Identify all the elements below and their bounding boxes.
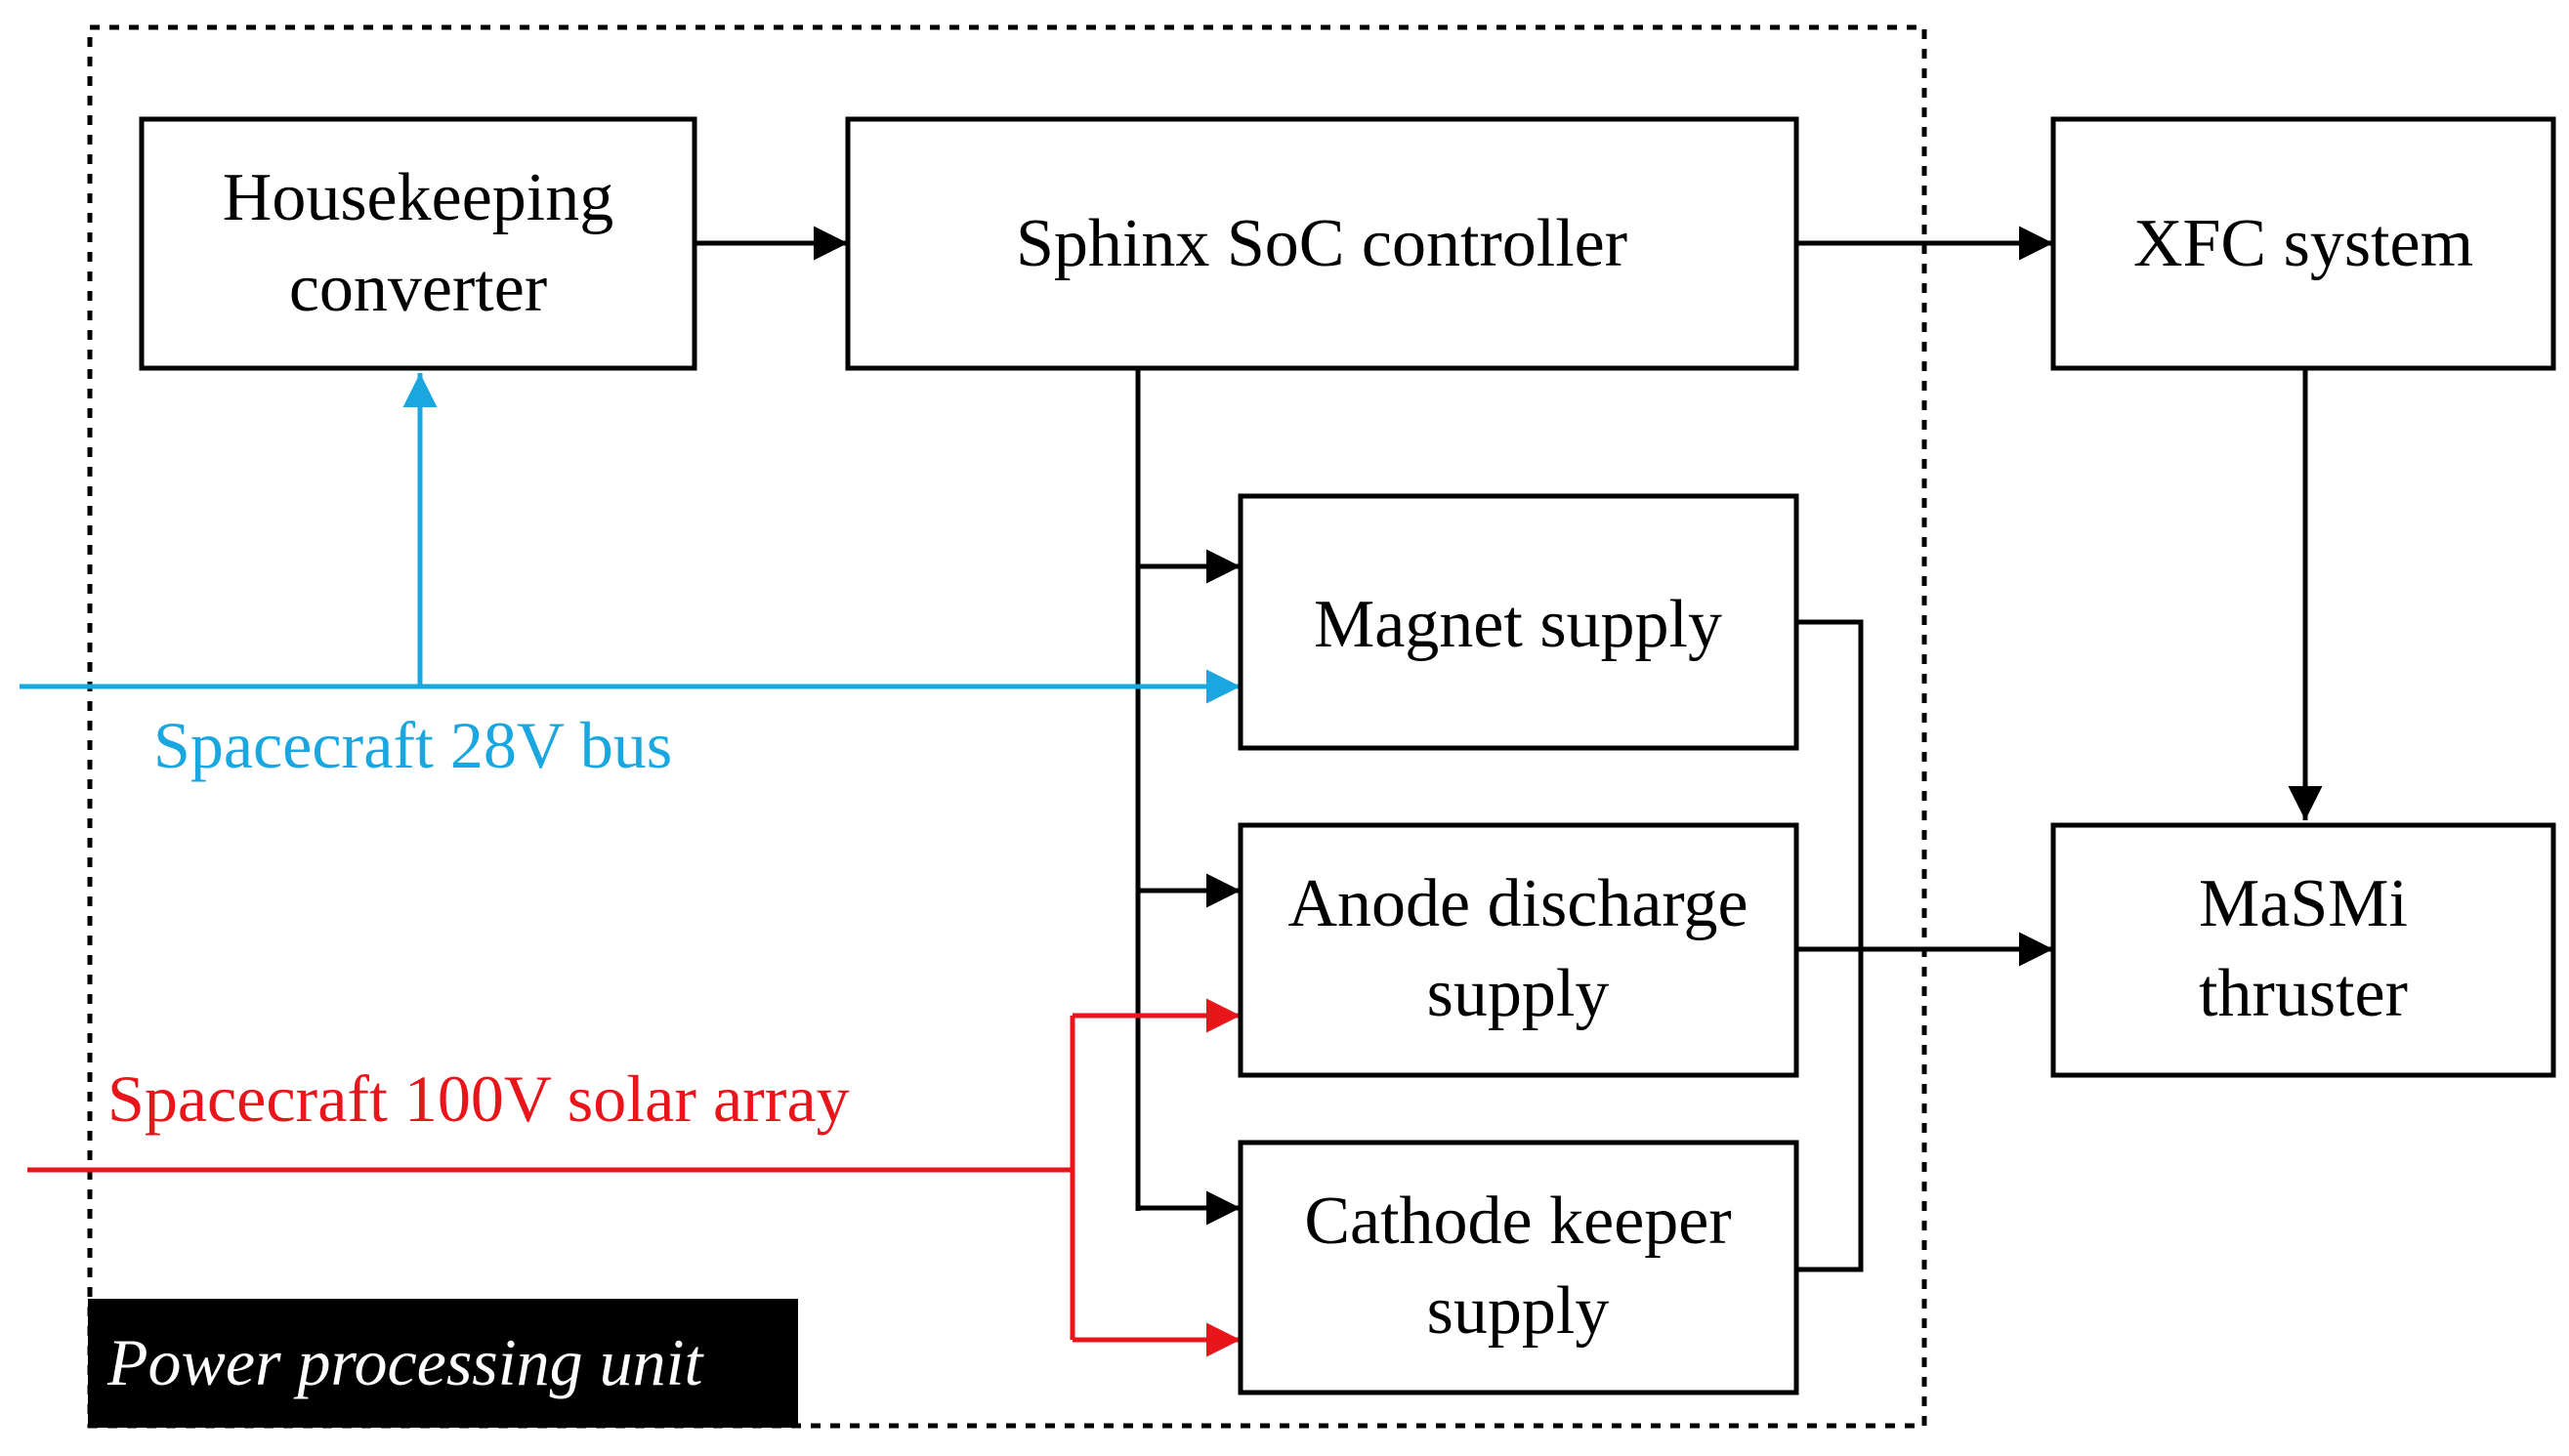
masmi-label-line2: thruster (2199, 956, 2408, 1031)
masmi-thruster-box: MaSMi thruster (2050, 822, 2556, 1078)
cathode-keeper-supply-box: Cathode keeper supply (1238, 1140, 1799, 1395)
housekeeping-label-line1: Housekeeping (223, 160, 613, 235)
ppu-label-text: Power processing unit (106, 1325, 705, 1399)
control-lines (695, 226, 2323, 1272)
anode-label-line1: Anode discharge (1287, 866, 1748, 941)
housekeeping-label-line2: converter (289, 251, 547, 326)
masmi-label-line1: MaSMi (2199, 866, 2408, 941)
magnet-label: Magnet supply (1314, 587, 1722, 662)
xfc-label: XFC system (2133, 206, 2473, 281)
solar-100v-label: Spacecraft 100V solar array (107, 1061, 850, 1136)
solar-100v-lines (27, 998, 1241, 1357)
bus-28v-lines (20, 373, 1241, 704)
sphinx-controller-box: Sphinx SoC controller (845, 116, 1799, 371)
cathode-label-line1: Cathode keeper (1304, 1184, 1731, 1259)
housekeeping-converter-box: Housekeeping converter (139, 116, 697, 371)
xfc-system-box: XFC system (2050, 116, 2556, 371)
cathode-label-line2: supply (1427, 1273, 1610, 1349)
bus-28v-label: Spacecraft 28V bus (153, 708, 672, 782)
sphinx-label: Sphinx SoC controller (1016, 206, 1627, 281)
ppu-label: Power processing unit (88, 1299, 798, 1428)
anode-label-line2: supply (1427, 956, 1610, 1031)
anode-discharge-supply-box: Anode discharge supply (1238, 822, 1799, 1078)
supply-output-collector (1796, 619, 1864, 1272)
ppu-boundary (87, 24, 1927, 1429)
magnet-supply-box: Magnet supply (1238, 493, 1799, 751)
